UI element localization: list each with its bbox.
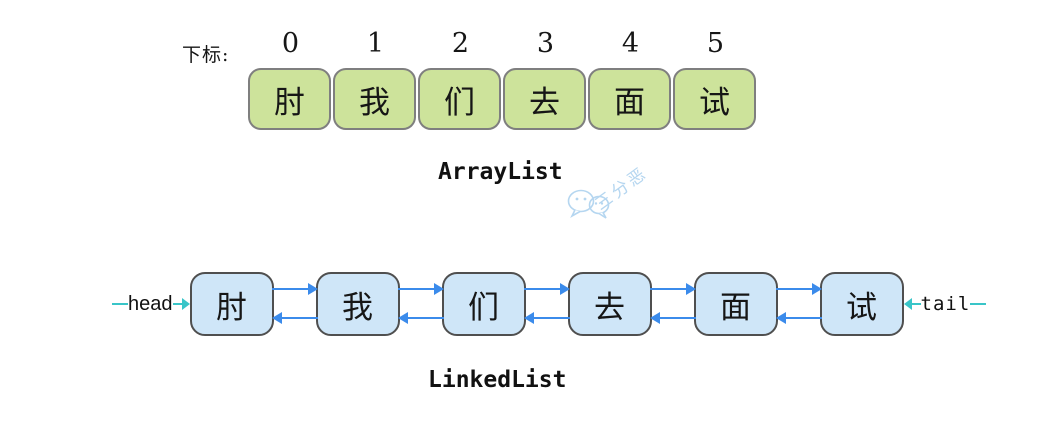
linked-node-1: 我 <box>315 272 400 336</box>
prev-link-arrow-icon <box>271 312 318 324</box>
next-link-arrow-icon <box>649 283 696 295</box>
array-index-0: 0 <box>281 28 300 59</box>
array-index-5: 5 <box>706 28 725 59</box>
array-index-4: 4 <box>621 28 640 59</box>
tail-arrow-icon <box>903 298 921 310</box>
head-label: head <box>128 293 173 315</box>
tail-dash <box>970 303 987 305</box>
prev-link-arrow-icon <box>649 312 696 324</box>
array-index-label: 下标: <box>182 44 230 66</box>
link-connector-4 <box>775 272 822 336</box>
link-connector-0 <box>271 272 318 336</box>
array-cell-5: 试 <box>673 68 756 130</box>
arraylist-caption: ArrayList <box>438 159 563 185</box>
watermark-text: 三分恶 <box>591 163 652 215</box>
watermark: 三分恶 <box>566 163 701 228</box>
tail-pointer: tail <box>903 292 987 315</box>
link-connector-2 <box>523 272 570 336</box>
array-indices-row: 0 1 2 3 4 5 <box>248 28 758 59</box>
wechat-chat-bubbles-icon <box>567 189 610 219</box>
linkedlist-caption: LinkedList <box>428 367 567 393</box>
linked-node-4: 面 <box>693 272 778 336</box>
linked-node-3: 去 <box>567 272 652 336</box>
prev-link-arrow-icon <box>397 312 444 324</box>
linked-node-2: 们 <box>441 272 526 336</box>
linked-node-0: 肘 <box>189 272 274 336</box>
link-connector-1 <box>397 272 444 336</box>
linked-node-5: 试 <box>819 272 904 336</box>
array-index-2: 2 <box>451 28 470 59</box>
array-cell-3: 去 <box>503 68 586 130</box>
array-cells-row: 肘 我 们 去 面 试 <box>248 68 756 130</box>
head-arrow-icon <box>172 298 190 310</box>
array-cell-1: 我 <box>333 68 416 130</box>
head-dash <box>112 303 128 305</box>
prev-link-arrow-icon <box>775 312 822 324</box>
array-cell-2: 们 <box>418 68 501 130</box>
next-link-arrow-icon <box>523 283 570 295</box>
link-connector-3 <box>649 272 696 336</box>
linked-list-row: head 肘 我 们 去 面 试 <box>112 272 987 336</box>
next-link-arrow-icon <box>775 283 822 295</box>
next-link-arrow-icon <box>271 283 318 295</box>
array-index-1: 1 <box>366 28 385 59</box>
next-link-arrow-icon <box>397 283 444 295</box>
array-index-3: 3 <box>536 28 555 59</box>
prev-link-arrow-icon <box>523 312 570 324</box>
head-pointer: head <box>112 294 190 314</box>
tail-label: tail <box>920 292 971 315</box>
array-cell-4: 面 <box>588 68 671 130</box>
array-cell-0: 肘 <box>248 68 331 130</box>
